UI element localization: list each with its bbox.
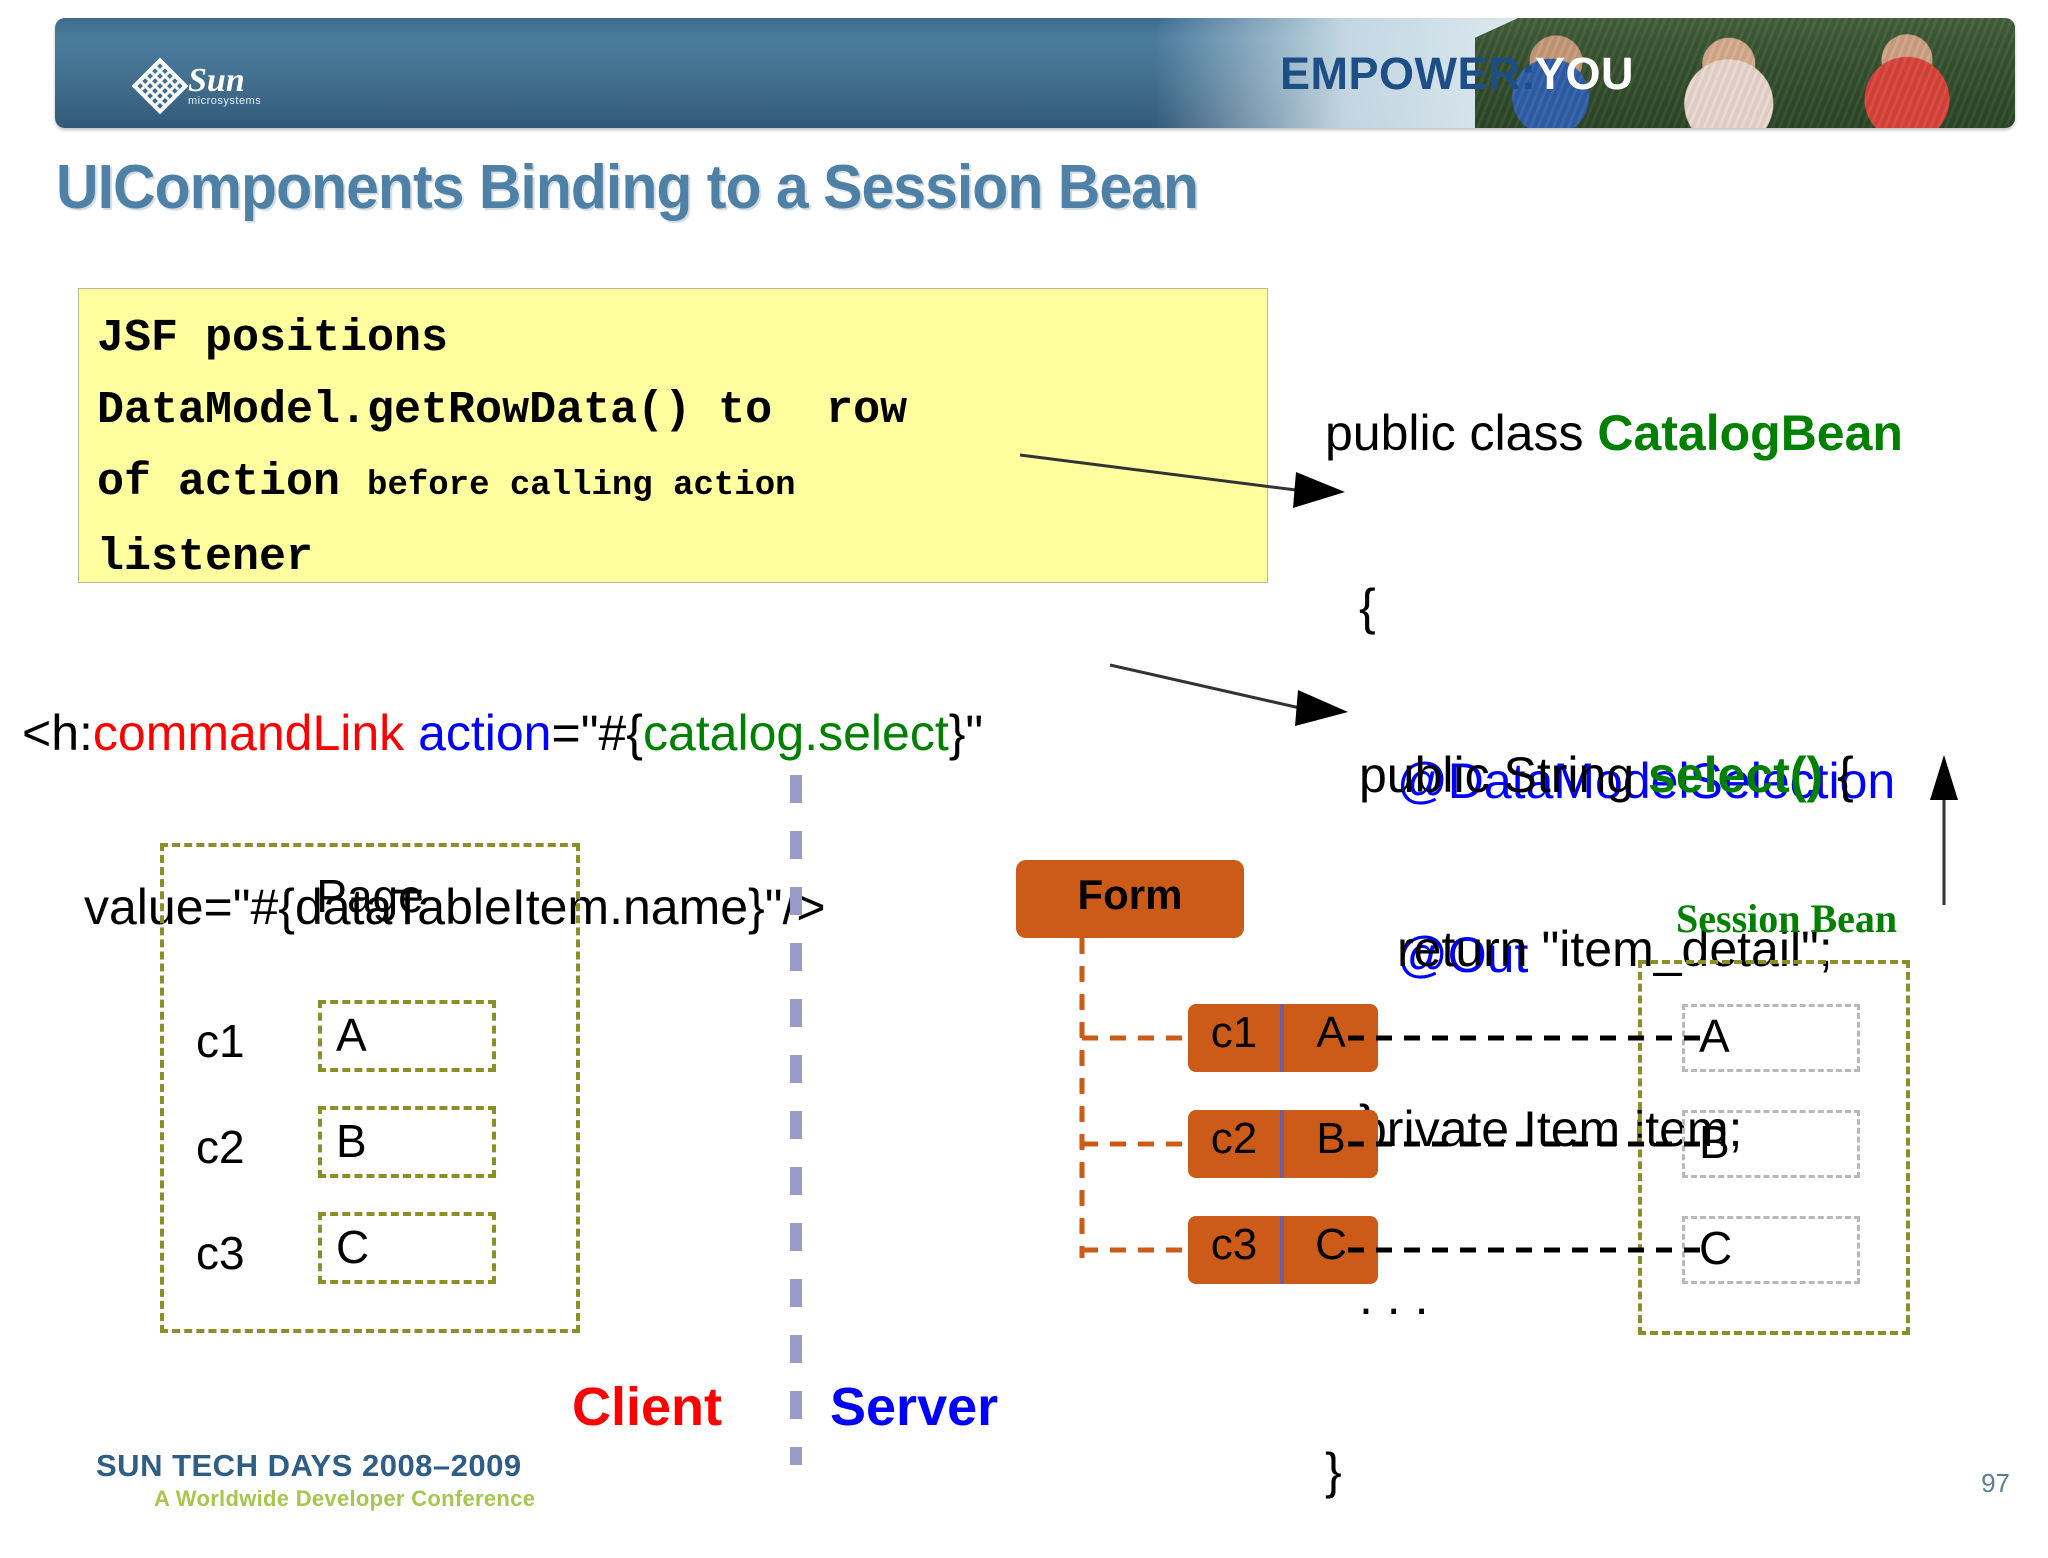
sun-microsystems-logo: Sun microsystems [131, 57, 262, 115]
java-kw-public-string: public String [1359, 747, 1649, 803]
form-component-c3-divider [1280, 1216, 1284, 1284]
form-connector-lines [1079, 938, 1188, 1258]
page-title-light: to a Session Bean [691, 153, 1199, 222]
page-cell-a: A [318, 1000, 496, 1072]
footer-logo-line2: A Worldwide Developer Conference [154, 1486, 536, 1511]
form-component-c1-value: A [1316, 1008, 1346, 1057]
callout-box: JSF positions DataModel.getRowData() to … [78, 288, 1268, 583]
java-line-method-sig: public String select() { [1325, 746, 1854, 804]
java-line-class: public class CatalogBean [1325, 404, 1903, 462]
java-annotation-out: @Out [1397, 927, 1529, 983]
client-server-divider [790, 775, 802, 1465]
header-banner: Sun microsystems EMPOWER: YOU [55, 18, 2015, 128]
form-component-c2: c2 B [1188, 1110, 1378, 1178]
callout-line-3-big: of action [97, 457, 368, 508]
banner-you-text: YOU [1535, 48, 1635, 99]
page-row-label-c3: c3 [196, 1227, 245, 1279]
java-class-name: CatalogBean [1597, 405, 1903, 461]
java-class-declaration: public class CatalogBean { @DataModelSel… [1325, 288, 1903, 1216]
sun-logo-subtext: microsystems [188, 94, 262, 107]
form-component-c2-label: c2 [1210, 1114, 1258, 1163]
arrow-xml-to-select [1109, 663, 1348, 726]
java-method-brace: { [1823, 747, 1854, 803]
xml-line-1: <h:commandLink action="#{catalog.select}… [22, 704, 983, 762]
footer-logo-line1: SUN TECH DAYS 2008–2009 [96, 1448, 522, 1483]
java-kw-public-class: public class [1325, 405, 1598, 461]
xml-el-close: }" [948, 705, 984, 761]
xml-tag-name: commandLink [92, 705, 405, 761]
callout-line-3-small: before calling action [367, 467, 796, 505]
xml-line-2: value="#{dataTableItem.name}"/> [84, 879, 826, 935]
arrow-bean-to-return [1930, 755, 1958, 905]
java-method-name: select() [1648, 747, 1824, 803]
banner-empower-text: EMPOWER: [1280, 48, 1537, 99]
form-component-c3-label: c3 [1210, 1220, 1258, 1269]
callout-line-2: DataModel.getRowData() to row [97, 385, 908, 436]
page-cell-c: C [318, 1212, 496, 1284]
xml-snippet: <h:commandLink action="#{catalog.select}… [22, 588, 983, 994]
form-component-c1: c1 A [1188, 1004, 1378, 1072]
xml-el-open: ="#{ [551, 705, 643, 761]
page-diagram-box: Page [160, 843, 580, 1333]
session-bean-label: Session Bean [1676, 896, 1898, 941]
page-row-label-c2: c2 [196, 1121, 245, 1173]
footer-logo: SUN TECH DAYS 2008–2009 A Worldwide Deve… [96, 1448, 535, 1512]
java-brace-open: { [1359, 579, 1376, 635]
page-title-strong: UIComponents Binding [56, 153, 692, 222]
sun-logo-word: Sun [188, 62, 245, 99]
xml-el-expression: catalog.select [642, 705, 949, 761]
java-annotation-datamodelselection: @DataModelSelection [1397, 753, 1896, 809]
page-title: UIComponents Binding to a Session Bean [56, 152, 1199, 223]
callout-line-3: of action before calling action [97, 447, 1251, 522]
banner-photo-collage [1475, 18, 2015, 128]
form-component-c3: c3 C [1188, 1216, 1378, 1284]
bean-cell-c: C [1682, 1216, 1860, 1284]
xml-tag-open: <h: [22, 705, 93, 761]
form-component-c2-value: B [1316, 1114, 1346, 1163]
java-return-statement: return "item_detail"; [1397, 921, 1833, 977]
bean-cell-b: B [1682, 1110, 1860, 1178]
form-component-c3-value: C [1315, 1220, 1347, 1269]
callout-line-1: JSF positions [97, 313, 449, 364]
java-class-brace-close: } [1325, 1443, 1342, 1499]
form-component-c2-divider [1280, 1110, 1284, 1178]
page-row-label-c1: c1 [196, 1015, 245, 1067]
page-cell-b: B [318, 1106, 496, 1178]
form-component-c1-label: c1 [1210, 1008, 1258, 1057]
page-number: 97 [1981, 1468, 2010, 1498]
sun-diamond-icon [131, 57, 189, 115]
bean-cell-a: A [1682, 1004, 1860, 1072]
client-label: Client [572, 1377, 723, 1437]
server-label: Server [830, 1377, 999, 1437]
callout-line-4: listener [97, 532, 314, 583]
sun-logo-wordmark: Sun microsystems [188, 64, 262, 107]
form-box: Form [1016, 860, 1244, 938]
session-bean-box [1638, 960, 1910, 1335]
xml-attr-action: action [404, 705, 552, 761]
form-component-c1-divider [1280, 1004, 1284, 1072]
page-diagram-title: Page [316, 870, 424, 922]
java-field-item: private Item item; [1359, 1101, 1743, 1157]
